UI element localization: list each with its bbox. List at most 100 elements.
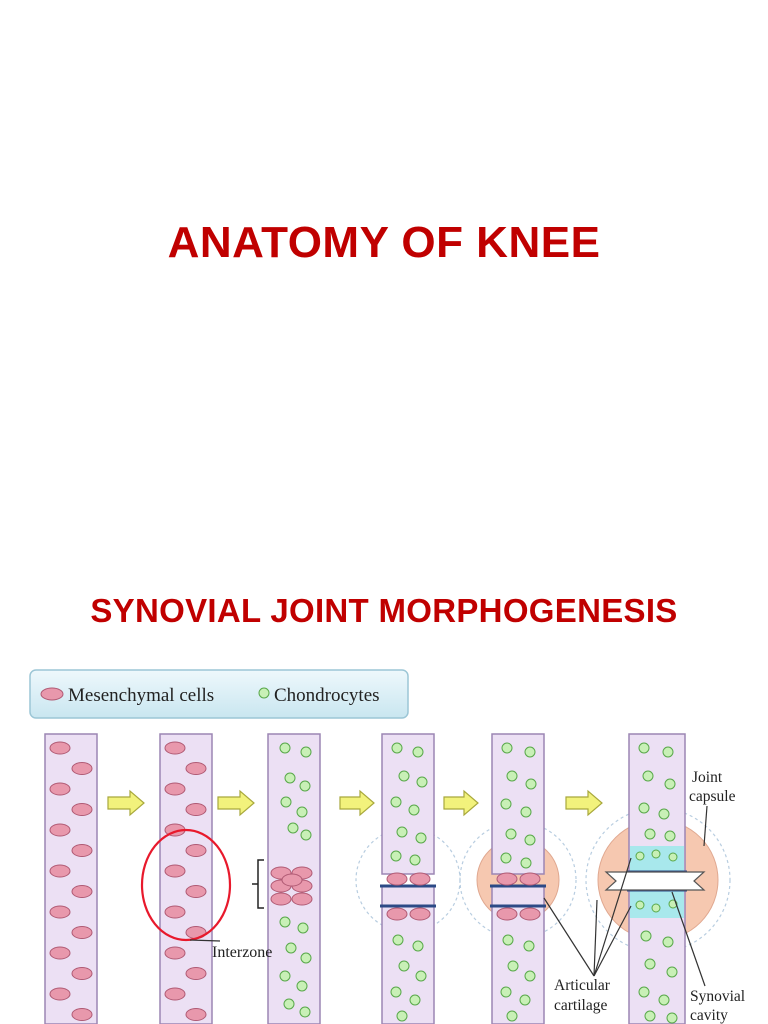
legend-box	[29, 669, 409, 719]
mesenchymal-cell	[49, 946, 71, 960]
stage5-rod-top	[491, 733, 545, 875]
arrow-3	[339, 789, 375, 817]
mesenchymal-cell	[519, 872, 541, 886]
chondrocyte-legend-icon	[258, 687, 270, 699]
interzone-label: Interzone	[212, 944, 272, 961]
chondrocyte-cell	[396, 826, 408, 838]
mesenchymal-cell	[409, 872, 431, 886]
chondrocyte-cell	[520, 806, 532, 818]
mesenchymal-cell	[185, 762, 207, 775]
chondrocyte-cell	[635, 851, 645, 861]
chondrocyte-cell	[284, 772, 296, 784]
chondrocyte-cell	[525, 778, 537, 790]
joint-capsule-label-line1: Joint	[692, 769, 723, 786]
stage4-rod-top	[381, 733, 435, 875]
mesenchymal-cell	[49, 741, 71, 755]
chondrocyte-cell	[390, 796, 402, 808]
chondrocyte-cell	[523, 940, 535, 952]
chondrocyte-cell	[500, 852, 512, 864]
arrow-4	[443, 789, 479, 817]
mesenchymal-cell	[164, 946, 186, 960]
chondrocyte-cell	[664, 778, 676, 790]
synovial-cavity-shape	[604, 871, 706, 891]
chondrocyte-cell	[396, 1010, 408, 1022]
chondrocyte-cell	[506, 770, 518, 782]
chondrocyte-cell	[409, 994, 421, 1006]
mesenchymal-cell	[270, 892, 292, 906]
chondrocyte-cell	[299, 1006, 311, 1018]
cells	[49, 741, 678, 1024]
chondrocyte-cell	[412, 940, 424, 952]
mesenchymal-cell	[164, 987, 186, 1001]
mesenchymal-cell	[71, 803, 93, 816]
mesenchymal-cell	[164, 741, 186, 755]
arrow-1	[107, 789, 145, 817]
mesenchymal-cell	[71, 762, 93, 775]
mesenchymal-cell	[49, 864, 71, 878]
slide-subtitle: SYNOVIAL JOINT MORPHOGENESIS	[90, 592, 678, 629]
chondrocyte-cell	[300, 952, 312, 964]
slide-title: ANATOMY OF KNEE	[167, 218, 601, 267]
morphogenesis-diagram: Mesenchymal cells Chondrocytes	[29, 669, 745, 1024]
chondrocyte-cell	[505, 828, 517, 840]
synovial-label-line1: Synovial	[690, 988, 745, 1005]
articular-label-line1: Articular	[554, 977, 611, 994]
mesenchymal-cell	[185, 967, 207, 980]
mesenchymal-cell	[386, 907, 408, 921]
chondrocyte-cell	[390, 986, 402, 998]
stage3-bracket	[252, 859, 264, 909]
chondrocyte-cell	[300, 746, 312, 758]
mesenchymal-cell	[164, 905, 186, 919]
chondrocyte-cell	[500, 798, 512, 810]
chondrocyte-cell	[519, 994, 531, 1006]
mesenchymal-cell	[496, 872, 518, 886]
mesenchymal-cell	[49, 782, 71, 796]
mesenchymal-cell	[164, 864, 186, 878]
chondrocyte-cell	[651, 849, 661, 859]
chondrocyte-cell	[392, 934, 404, 946]
mesenchymal-cell	[185, 844, 207, 857]
mesenchymal-cell	[71, 967, 93, 980]
chondrocyte-cell	[398, 770, 410, 782]
chondrocyte-cell	[285, 942, 297, 954]
chondrocyte-cell	[666, 966, 678, 978]
synovial-label-line2: cavity	[690, 1007, 728, 1024]
chondrocyte-legend-label: Chondrocytes	[274, 685, 380, 706]
mesenchymal-cell	[185, 803, 207, 816]
arrow-5	[565, 789, 603, 817]
arrow-2	[217, 789, 255, 817]
chondrocyte-cell	[524, 746, 536, 758]
chondrocyte-cell	[391, 742, 403, 754]
chondrocyte-cell	[638, 986, 650, 998]
chondrocyte-cell	[507, 960, 519, 972]
chondrocyte-cell	[408, 804, 420, 816]
chondrocyte-cell	[296, 806, 308, 818]
chondrocyte-cell	[642, 770, 654, 782]
chondrocyte-cell	[279, 970, 291, 982]
joint-capsule-label-line2: capsule	[689, 788, 736, 805]
mesenchymal-cell	[71, 926, 93, 939]
mesenchymal-cell	[281, 873, 303, 887]
mesenchymal-cell	[71, 885, 93, 898]
chondrocyte-cell	[635, 900, 645, 910]
mesenchymal-cell	[409, 907, 431, 921]
interzone-circle	[140, 828, 232, 942]
chondrocyte-cell	[658, 994, 670, 1006]
mesenchymal-cell	[71, 844, 93, 857]
stage1-rod	[44, 733, 98, 1024]
chondrocyte-cell	[279, 742, 291, 754]
chondrocyte-cell	[644, 1010, 656, 1022]
chondrocyte-cell	[300, 829, 312, 841]
chondrocyte-cell	[412, 746, 424, 758]
chondrocyte-cell	[668, 852, 678, 862]
chondrocyte-cell	[500, 986, 512, 998]
chondrocyte-cell	[638, 742, 650, 754]
chondrocyte-cell	[662, 746, 674, 758]
chondrocyte-cell	[297, 922, 309, 934]
articular-label-line2: cartilage	[554, 997, 607, 1014]
synovial-pointer	[671, 891, 706, 987]
mesenchymal-cell	[519, 907, 541, 921]
mesenchymal-cell	[49, 823, 71, 837]
chondrocyte-cell	[644, 958, 656, 970]
mesenchymal-cell	[164, 782, 186, 796]
